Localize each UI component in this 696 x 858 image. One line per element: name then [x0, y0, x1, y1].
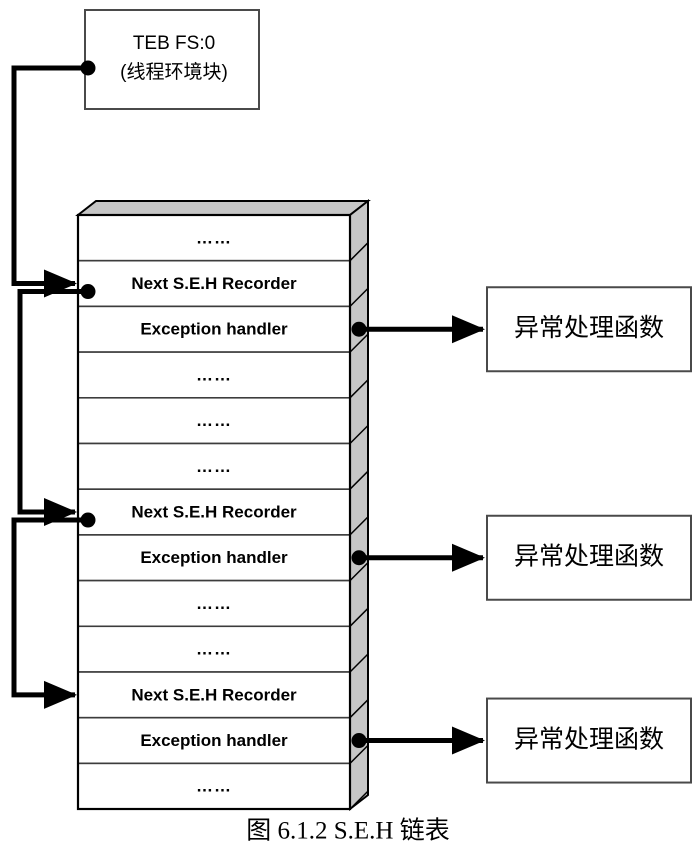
stack-row	[77, 716, 351, 765]
stack-row-label-ellipsis: ……	[196, 228, 232, 247]
stack-row	[77, 259, 351, 308]
stack-row-label-ellipsis: ……	[196, 594, 232, 613]
stack-row-label-handler: Exception handler	[140, 548, 288, 567]
stack-side-tick	[349, 333, 369, 353]
stack-side-tick	[349, 470, 369, 490]
stack-row-label-handler: Exception handler	[140, 731, 288, 750]
stack-side-tick	[349, 242, 369, 262]
stack-front-frame	[76, 213, 352, 811]
handler-box-label: 异常处理函数	[514, 542, 664, 570]
stack-side-tick	[349, 424, 369, 445]
teb-box: TEB FS:0 (线程环境块)	[84, 9, 260, 110]
figure-caption: 图 6.1.2 S.E.H 链表	[246, 817, 449, 845]
stack-row-label-ellipsis: ……	[196, 777, 232, 796]
stack-side-tick	[349, 379, 369, 399]
stack-row-label-ellipsis: ……	[196, 640, 232, 659]
stack-side-tick	[349, 562, 369, 582]
stack-side-tick	[349, 699, 369, 719]
stack-row-label-handler: Exception handler	[140, 320, 288, 339]
stack-row-label-next-record: Next S.E.H Recorder	[131, 274, 297, 293]
handler-box-label: 异常处理函数	[514, 314, 664, 342]
stack-top-face	[75, 200, 371, 216]
stack-side-tick	[349, 744, 369, 764]
stack-row-label-next-record: Next S.E.H Recorder	[131, 503, 297, 522]
teb-line2: (线程环境块)	[120, 61, 228, 83]
stack-side-tick	[349, 607, 369, 627]
connector-teb-to-record-1	[11, 65, 88, 298]
handler-box-3	[486, 697, 692, 784]
stack-side-tick	[349, 516, 369, 536]
connector-record-1-to-record-2	[17, 289, 88, 527]
stack-row	[77, 214, 351, 262]
stack-row-label-ellipsis: ……	[196, 365, 232, 384]
stack-side-tick	[349, 287, 369, 307]
stack-row	[77, 305, 351, 353]
stack-side-tick	[349, 653, 369, 673]
handler-box-1	[486, 286, 692, 373]
stack-row-label-next-record: Next S.E.H Recorder	[131, 685, 297, 704]
teb-line1: TEB FS:0	[133, 33, 215, 54]
stack-side-tick	[349, 790, 369, 810]
stack-row-label-ellipsis: ……	[196, 411, 232, 430]
stack-row-label-ellipsis: ……	[196, 457, 232, 476]
stack-side-face	[349, 198, 369, 812]
connector-record-2-to-record-3	[11, 517, 88, 709]
handler-box-2	[486, 514, 692, 601]
handler-box-label: 异常处理函数	[514, 725, 664, 753]
stack-row	[77, 625, 351, 673]
